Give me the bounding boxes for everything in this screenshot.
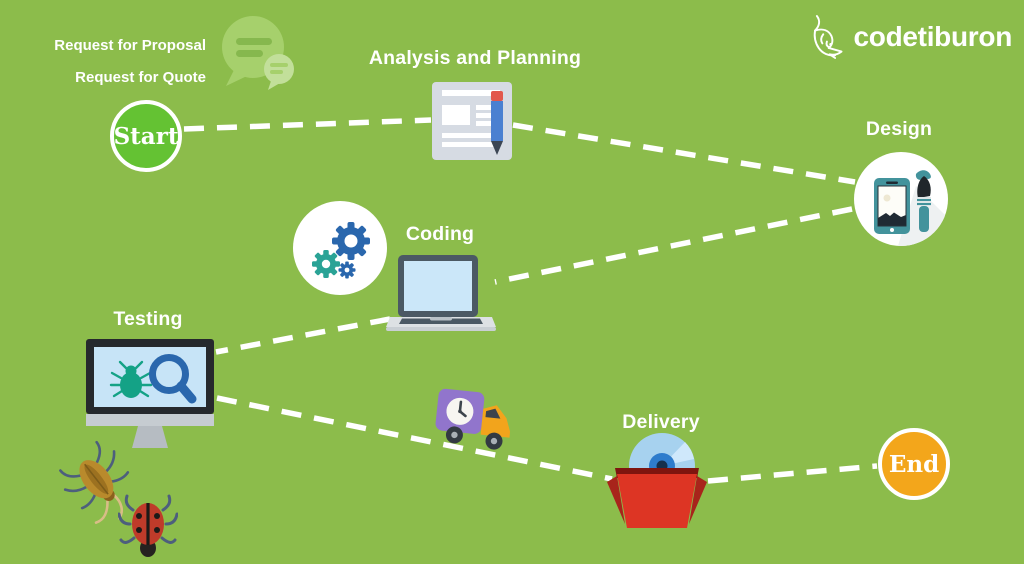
bug-icon [109,360,153,398]
brand-logo: codetiburon [805,14,1012,60]
open-box-icon [607,468,707,528]
ladybug-icon [118,494,178,557]
delivery-truck-icon [435,388,511,450]
gears-icon [293,201,387,295]
magnifier-icon [149,354,197,404]
shark-icon [813,15,843,59]
smartphone-icon [874,178,910,234]
start-label: Start [113,122,179,150]
paintbrush-icon [915,170,931,232]
large-gear-icon [332,222,370,260]
brand-name: codetiburon [853,21,1013,52]
step-label-delivery: Delivery [622,411,700,433]
smartphone-and-paintbrush-icon [854,152,948,246]
end-label: End [888,450,940,478]
request-for-proposal-text: Request for Proposal [54,37,206,54]
step-label-coding: Coding [405,223,475,245]
cd-in-box-icon [607,433,707,528]
start-node: Start [110,100,182,172]
step-label-analysis: Analysis and Planning [368,47,582,69]
line-delivery-to-end [707,463,878,484]
line-analysis-to-design [512,122,856,185]
step-label-testing: Testing [113,308,183,330]
laptop-icon [386,255,496,331]
small-gear-icon [338,261,356,279]
monitor-bug-search-icon [86,339,214,448]
chat-bubbles-icon [222,16,294,90]
document-and-pencil-icon [432,82,512,160]
request-annotations: Request for Proposal Request for Quote [30,37,206,86]
teal-gear-icon [312,250,340,278]
cockroach-icon [59,440,130,524]
pencil-icon [491,91,503,155]
line-coding-to-testing [215,316,391,355]
end-node: End [878,428,950,500]
line-start-to-analysis [183,117,432,132]
line-design-to-coding [494,206,853,285]
step-label-design: Design [865,118,933,140]
line-testing-to-delivery [216,395,613,482]
request-for-quote-text: Request for Quote [75,69,206,86]
clock-icon [446,397,474,425]
